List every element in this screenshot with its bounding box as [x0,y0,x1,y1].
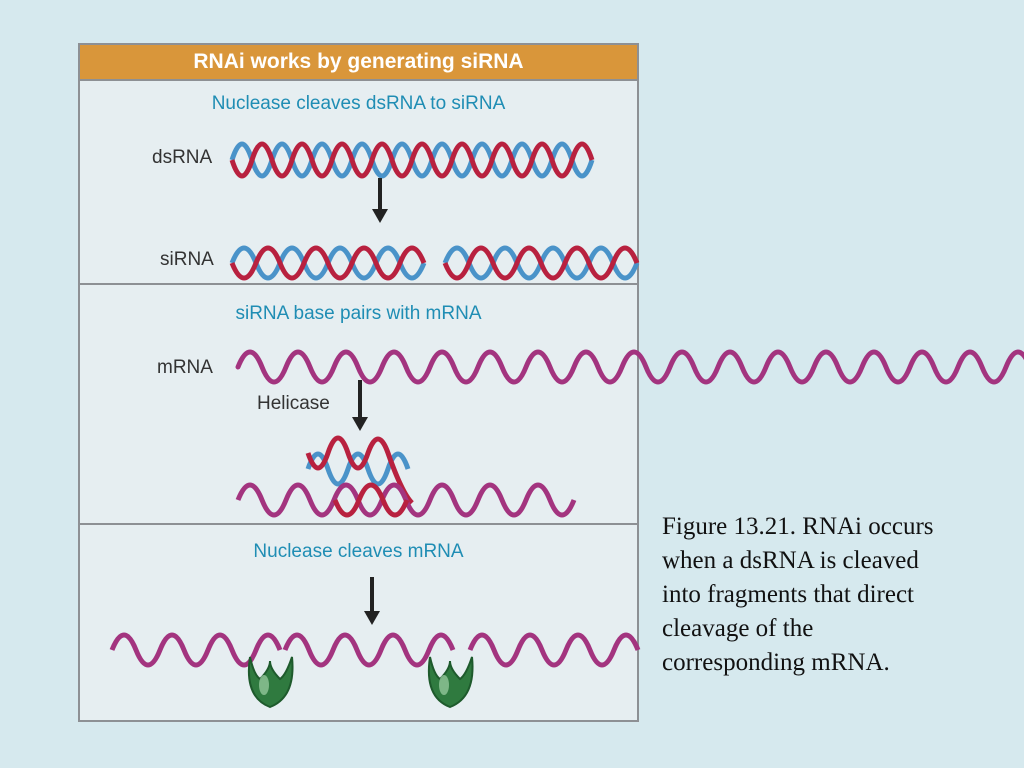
nuclease-enzyme-left [248,656,294,709]
helicase-label: Helicase [257,393,330,414]
arrow-down-icon [372,178,388,223]
helicase-arrow-icon [352,380,368,431]
sirna-fragment-right [442,245,640,281]
sirna-unwinding [305,435,414,505]
figure-caption: Figure 13.21. RNAi occurs when a dsRNA i… [662,513,934,676]
figure-title: RNAi works by generating siRNA [80,45,637,79]
panel-nuclease-cleaves-dsrna: Nuclease cleaves dsRNA to siRNA dsRNA si… [80,79,637,283]
step2-title: siRNA base pairs with mRNA [235,303,482,324]
cleaved-mrna [109,632,641,668]
sirna-fragment-left [229,245,427,281]
mrna-label: mRNA [157,357,213,378]
dsrna-helix [229,141,595,179]
nuclease-enzyme-right [428,656,474,709]
diagram-artwork [109,141,1024,709]
step1-title: Nuclease cleaves dsRNA to siRNA [211,93,506,114]
panel-sirna-base-pairs: siRNA base pairs with mRNA mRNA Helicase [80,283,637,523]
dsrna-label: dsRNA [152,147,213,168]
mrna-with-guide-strand [235,482,577,518]
rnai-figure: RNAi works by generating siRNA Nuclease … [78,43,1024,722]
cleave-arrow-icon [364,577,380,625]
dsrna-strand-red [229,141,595,179]
panel-nuclease-cleaves-mrna: Nuclease cleaves mRNA [80,523,637,722]
sirna-label: siRNA [160,249,214,270]
step3-title: Nuclease cleaves mRNA [253,541,464,562]
mrna-strand [235,349,1024,385]
